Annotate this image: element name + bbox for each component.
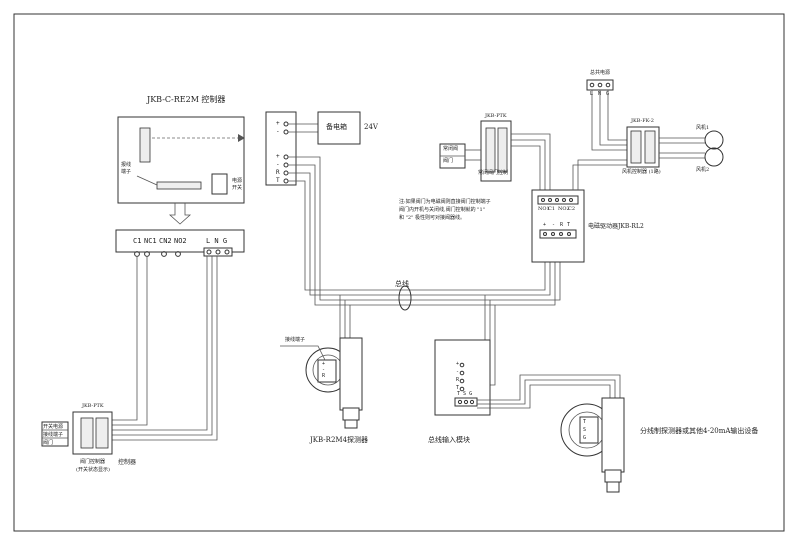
left-module-sub: (开关状态显示)	[76, 467, 110, 473]
bus-terminal-block	[265, 111, 297, 186]
bus-terminal-label: 报线 端子	[121, 162, 132, 175]
bus-input-module-label: 总线输入模块	[428, 436, 470, 444]
left-module-r1: 开关电源	[43, 424, 64, 430]
fan1-label: 风机1	[696, 125, 710, 131]
term-t: T	[276, 177, 280, 184]
det-t-r: R	[322, 373, 326, 379]
power-input-block	[586, 79, 614, 91]
fan1-symbol	[704, 130, 724, 150]
controller-terminal-strip	[156, 181, 202, 190]
rl2-c2: C2	[568, 206, 576, 212]
left-module-r2: 接线端子	[43, 432, 64, 438]
controller-title: JKB-C-RE2M 控制器	[147, 95, 226, 104]
terminal-lng: L N G	[206, 237, 228, 245]
ptk-top-a: 常闭阀	[443, 146, 459, 152]
power-l: L	[590, 91, 594, 97]
terminal-no2: NO2	[174, 237, 187, 245]
bim-t: T	[456, 385, 460, 391]
backup-power-voltage: 24V	[364, 123, 378, 131]
rl2-minus: -	[552, 222, 556, 228]
arrow-down	[168, 203, 192, 225]
rl2-t: T	[567, 222, 571, 228]
bus-marker	[398, 285, 412, 311]
rl2-c1: C1	[548, 206, 556, 212]
fk-sub: 风机控制器 (1路)	[622, 169, 661, 175]
term-minus-2: -	[276, 161, 280, 168]
ptk-top-c: 常闭阀门控制	[478, 170, 509, 176]
left-module-r3: 阀门	[43, 440, 54, 446]
fk-title: JKB-FK-2	[631, 118, 654, 124]
rl2-no1: NO1	[538, 206, 550, 212]
rl2-no2: NO2	[558, 206, 570, 212]
left-module-title: JKB-PTK	[82, 403, 104, 409]
terminal-c1: C1	[133, 237, 142, 245]
controller-label: 控制器	[118, 459, 137, 466]
bus-label: 总线	[395, 280, 409, 288]
valve-relay-label: 电磁驱动器JKB-RL2	[588, 223, 644, 230]
fan2-label: 风机2	[696, 167, 710, 173]
ptk-top-b: 阀门	[443, 158, 454, 164]
detector-body	[339, 337, 363, 411]
left-module-label: 阀门控制器	[80, 459, 106, 465]
other-detector-body	[601, 397, 625, 473]
fan2-symbol	[704, 147, 724, 167]
bim-tsg: T S G	[457, 391, 473, 397]
bim-plus: +	[456, 361, 460, 367]
note-line-1: 注:如果阀门为电磁阀则直接阀门控制端子	[399, 199, 491, 205]
power-input-label: 总共电源	[590, 70, 611, 76]
note-line-3: 和 "2" 极性则可对接阀器线。	[399, 215, 465, 221]
power-n: N	[598, 91, 602, 97]
other-detector-label: 分线制探测器或其他4-20mA输出设备	[640, 427, 759, 435]
power-switch-box	[211, 173, 228, 195]
term-plus: +	[276, 120, 280, 127]
detector-label: JKB-R2M4探测器	[310, 436, 369, 444]
od-g: G	[583, 435, 587, 441]
note-line-2: 阀门内开机与关闭线,阀门控制就的 "1"	[399, 207, 485, 213]
power-switch-label: 电源 开关	[232, 178, 243, 191]
power-g: G	[606, 91, 610, 97]
term-minus: -	[276, 128, 280, 135]
bim-r: R	[456, 377, 460, 383]
term-r: R	[276, 169, 280, 176]
terminal-cn2: CN2	[159, 237, 172, 245]
backup-power-box	[317, 111, 361, 145]
ptk-top-title: JKB-PTK	[485, 113, 507, 119]
od-s: S	[583, 427, 587, 433]
rl2-r: R	[560, 222, 564, 228]
bim-minus: -	[456, 369, 460, 375]
terminal-nc1: NC1	[144, 237, 157, 245]
det-t-plus: +	[322, 361, 326, 367]
frame-border	[13, 13, 785, 532]
backup-power-label: 备电箱	[326, 123, 347, 131]
rl2-plus: +	[543, 222, 547, 228]
controller-slot	[139, 127, 151, 163]
det-t-minus: -	[322, 367, 326, 373]
detector-terminal-label: 接线端子	[285, 337, 306, 343]
term-plus-2: +	[276, 153, 280, 160]
od-t: T	[583, 419, 587, 425]
